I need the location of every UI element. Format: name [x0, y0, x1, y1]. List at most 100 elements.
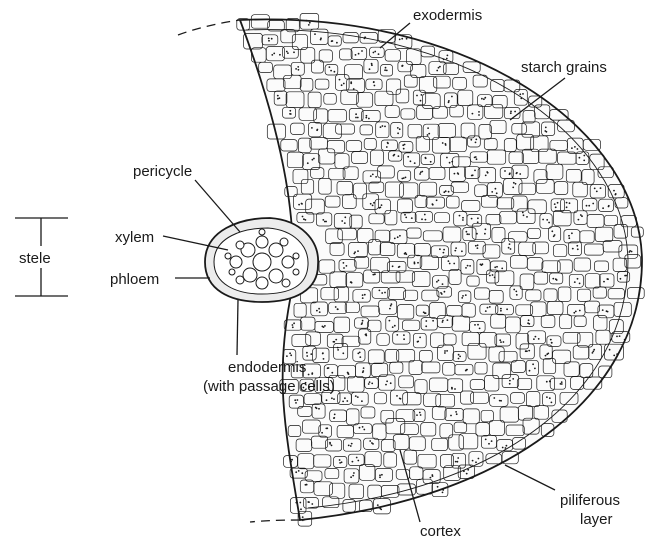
- starch-grain: [353, 253, 355, 255]
- starch-grain: [462, 217, 464, 219]
- starch-grain: [510, 112, 512, 114]
- starch-grain: [348, 373, 350, 375]
- starch-grain: [371, 64, 373, 66]
- starch-grain: [416, 95, 418, 97]
- starch-grain: [279, 54, 281, 56]
- xylem-vessel: [282, 279, 290, 287]
- starch-grain: [467, 469, 469, 471]
- starch-grain: [551, 230, 553, 232]
- starch-grain: [489, 306, 491, 308]
- xylem-vessel: [230, 256, 242, 268]
- starch-grain: [549, 397, 551, 399]
- starch-grain: [424, 214, 426, 216]
- starch-grain: [361, 400, 363, 402]
- starch-grain: [442, 283, 444, 285]
- starch-grain: [488, 443, 490, 445]
- starch-grain: [368, 383, 370, 385]
- starch-grain: [528, 350, 530, 352]
- starch-grain: [397, 236, 399, 238]
- starch-grain: [369, 68, 371, 70]
- starch-grain: [381, 474, 383, 476]
- starch-grain: [401, 65, 403, 67]
- starch-grain: [292, 326, 294, 328]
- starch-grain: [295, 502, 297, 504]
- starch-grain: [399, 235, 401, 237]
- starch-grain: [577, 148, 579, 150]
- starch-grain: [551, 342, 553, 344]
- starch-grain: [333, 341, 335, 343]
- starch-grain: [393, 155, 395, 157]
- starch-grain: [333, 417, 335, 419]
- starch-grain: [365, 334, 367, 336]
- starch-grain: [575, 311, 577, 313]
- starch-grain: [374, 85, 376, 87]
- starch-grain: [551, 402, 553, 404]
- xylem-vessel: [253, 253, 271, 271]
- starch-grain: [365, 117, 367, 119]
- starch-grain: [465, 267, 467, 269]
- starch-grain: [311, 503, 313, 505]
- starch-grain: [425, 325, 427, 327]
- starch-grain: [469, 265, 471, 267]
- starch-grain: [428, 133, 430, 135]
- starch-grain: [320, 39, 322, 41]
- starch-grain: [515, 183, 517, 185]
- label-piliferous: piliferous: [560, 492, 620, 509]
- starch-grain: [386, 380, 388, 382]
- starch-grain: [480, 264, 482, 266]
- starch-grain: [554, 203, 556, 205]
- label-xylem: xylem: [115, 229, 154, 246]
- starch-grain: [436, 281, 438, 283]
- starch-grain: [361, 323, 363, 325]
- starch-grain: [465, 294, 467, 296]
- starch-grain: [308, 501, 310, 503]
- starch-grain: [420, 414, 422, 416]
- starch-grain: [355, 113, 357, 115]
- starch-grain: [510, 248, 512, 250]
- starch-grain: [457, 461, 459, 463]
- starch-grain: [602, 207, 604, 209]
- starch-grain: [478, 458, 480, 460]
- starch-grain: [514, 111, 516, 113]
- starch-grain: [495, 188, 497, 190]
- starch-grain: [454, 250, 456, 252]
- starch-grain: [339, 459, 341, 461]
- starch-grain: [301, 203, 303, 205]
- starch-grain: [366, 115, 368, 117]
- starch-grain: [454, 388, 456, 390]
- starch-grain: [430, 477, 432, 479]
- starch-grain: [624, 339, 626, 341]
- starch-grain: [457, 172, 459, 174]
- starch-grain: [436, 199, 438, 201]
- starch-grain: [613, 355, 615, 357]
- starch-grain: [538, 338, 540, 340]
- starch-grain: [475, 156, 477, 158]
- starch-grain: [373, 52, 375, 54]
- starch-grain: [389, 308, 391, 310]
- starch-grain: [308, 374, 310, 376]
- xylem-vessel: [293, 269, 299, 275]
- starch-grain: [425, 219, 427, 221]
- starch-grain: [421, 94, 423, 96]
- starch-grain: [391, 303, 393, 305]
- starch-grain: [516, 172, 518, 174]
- starch-grain: [289, 110, 291, 112]
- xylem-vessel: [229, 269, 235, 275]
- starch-grain: [396, 334, 398, 336]
- starch-grain: [316, 310, 318, 312]
- starch-grain: [550, 339, 552, 341]
- starch-grain: [510, 111, 512, 113]
- starch-grain: [389, 320, 391, 322]
- starch-grain: [471, 175, 473, 177]
- starch-grain: [519, 173, 521, 175]
- starch-grain: [384, 292, 386, 294]
- starch-grain: [384, 126, 386, 128]
- starch-grain: [302, 519, 304, 521]
- cut-edge-bottom-dashed: [250, 520, 300, 522]
- starch-grain: [425, 157, 427, 159]
- starch-grain: [596, 191, 598, 193]
- starch-grain: [308, 24, 310, 26]
- starch-grain: [485, 310, 487, 312]
- starch-grain: [379, 474, 381, 476]
- starch-grain: [300, 508, 302, 510]
